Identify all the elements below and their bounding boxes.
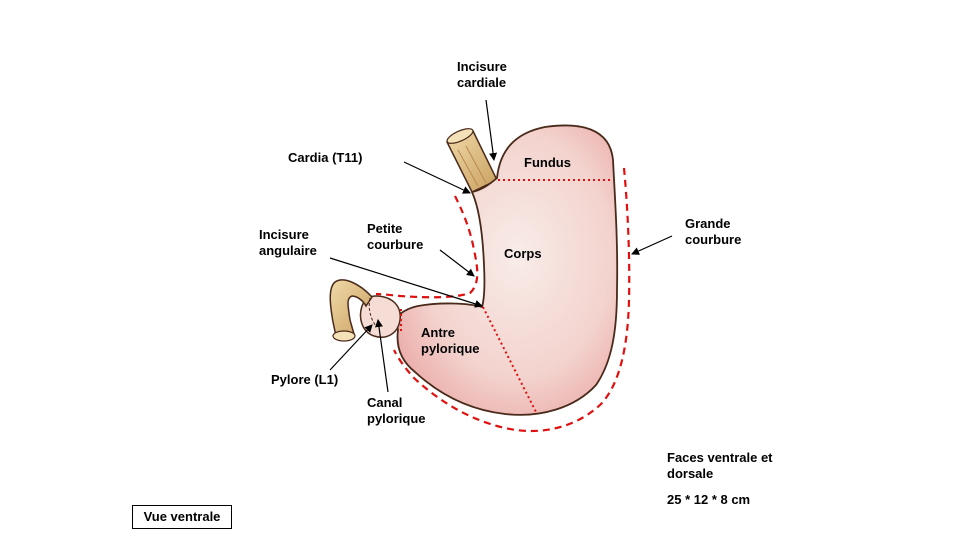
view-label-box: Vue ventrale	[132, 505, 232, 529]
stomach-body	[395, 124, 619, 416]
greater-curvature-line	[393, 167, 631, 433]
view-label: Vue ventrale	[143, 509, 221, 524]
pylore-arrow	[329, 324, 373, 371]
lesser-curvature-line	[375, 195, 479, 299]
esophagus	[445, 128, 499, 193]
label-corps: Corps	[504, 246, 542, 261]
label-antre-pylorique: Antre pylorique	[421, 325, 480, 356]
petite-courbure-arrow	[439, 249, 475, 277]
label-canal-pylorique: Canal pylorique	[367, 395, 426, 426]
label-cardia: Cardia (T11)	[288, 150, 363, 165]
faces-text: Faces ventrale et dorsale	[667, 450, 773, 481]
label-petite-courbure: Petite courbure	[367, 221, 424, 252]
duodenum	[329, 279, 377, 342]
label-incisure-cardiale: Incisure cardiale	[457, 59, 507, 90]
cardia-arrow	[403, 161, 471, 194]
incisure-angulaire-arrow	[329, 257, 483, 308]
label-pylore: Pylore (L1)	[271, 372, 339, 387]
dimensions-text: 25 * 12 * 8 cm	[667, 492, 751, 507]
incisure-cardiale-arrow	[485, 99, 498, 161]
label-grande-courbure: Grande courbure	[685, 216, 742, 247]
grande-courbure-arrow	[631, 235, 673, 255]
canal-pylorique-arrow	[375, 319, 389, 393]
label-fundus: Fundus	[524, 155, 571, 170]
label-incisure-angulaire: Incisure angulaire	[259, 227, 317, 258]
